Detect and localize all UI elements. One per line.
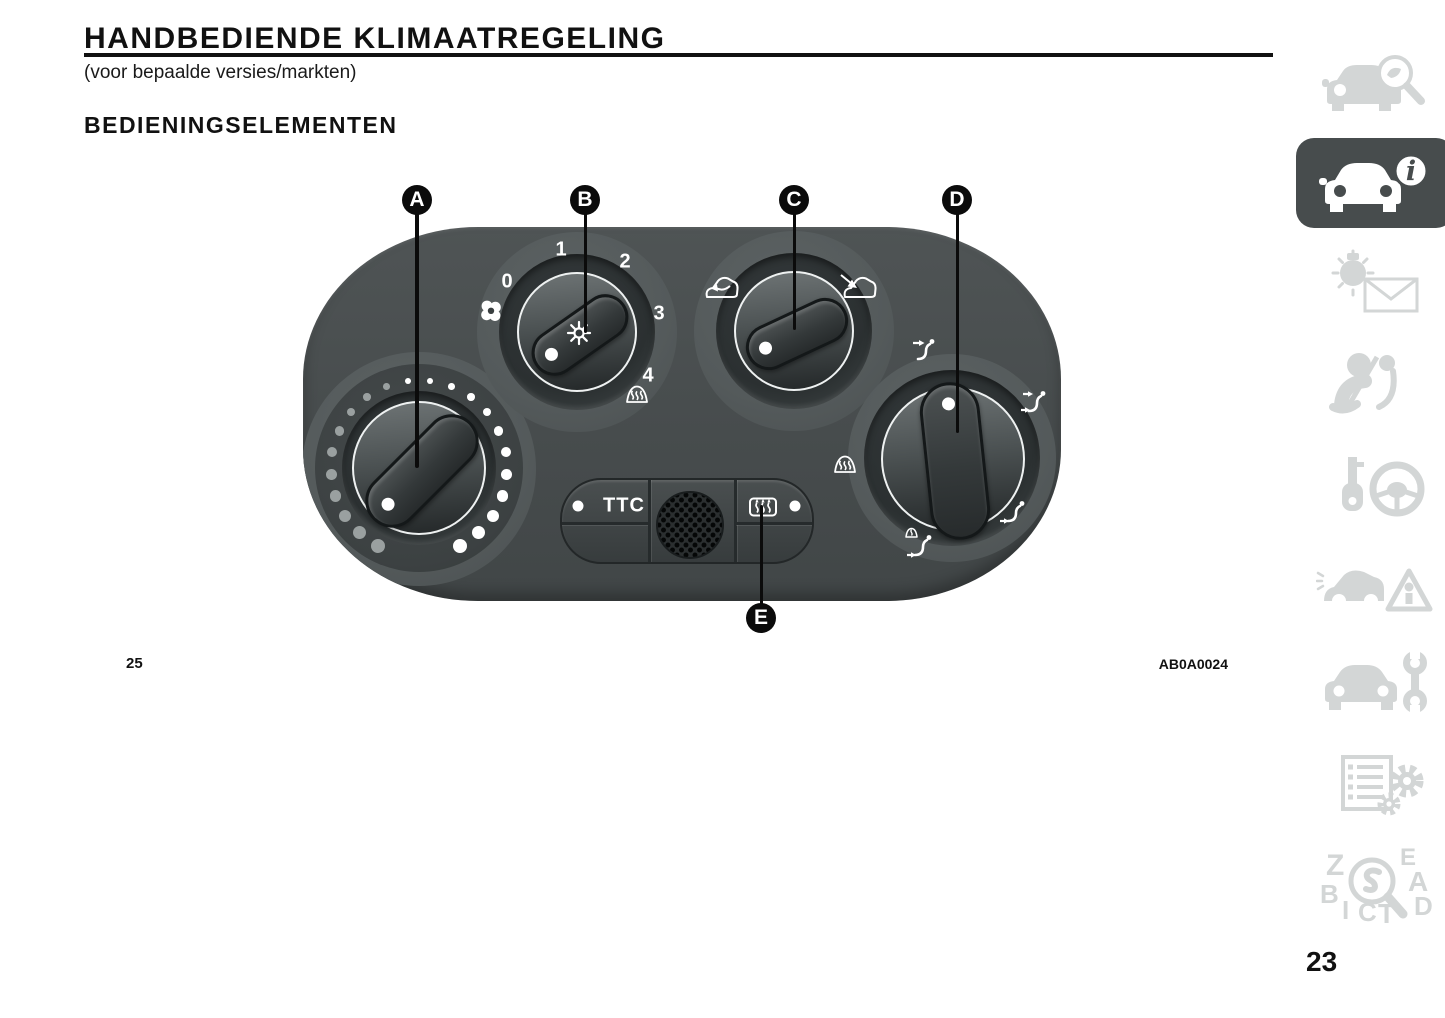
temperature-scale-dot <box>471 526 486 540</box>
callout-label-e: E <box>746 603 776 633</box>
sidebar-tab-warning-lights <box>1296 538 1445 628</box>
temperature-scale-dot <box>334 426 344 436</box>
cluster-seam <box>562 522 648 525</box>
fan-position-4: 4 <box>642 364 654 387</box>
temperature-scale-dot <box>339 509 352 523</box>
callout-line-b <box>583 213 587 333</box>
cluster-seam <box>734 480 737 562</box>
document-gears-icon <box>1341 755 1424 816</box>
page-title: HANDBEDIENDE KLIMAATREGELING <box>84 22 666 55</box>
temperature-scale-dot <box>427 377 434 384</box>
sidebar-tab-technical-data <box>1296 738 1445 828</box>
svg-text:Z: Z <box>1326 849 1344 882</box>
fan-icon <box>479 299 503 323</box>
temperature-scale-dot <box>501 468 513 480</box>
fresh-air-icon <box>839 273 877 303</box>
sidebar-tab-starting-driving <box>1296 438 1445 528</box>
svg-text:B: B <box>1320 879 1339 909</box>
temperature-scale-dot <box>327 447 338 458</box>
ttc-led <box>572 500 584 512</box>
page-subtitle: (voor bepaalde versies/markten) <box>84 62 357 83</box>
callout-label-b: B <box>570 185 600 215</box>
key-steering-icon <box>1342 457 1425 517</box>
svg-text:E: E <box>1400 844 1416 871</box>
alphabetical-index-icon: Z B E A D I C T <box>1320 844 1433 923</box>
temperature-scale-dot <box>383 382 390 390</box>
fan-position-1: 1 <box>555 238 567 261</box>
recirculation-knob-marker <box>756 339 775 357</box>
temperature-scale-dot <box>346 408 356 417</box>
speaker-grille <box>656 491 724 559</box>
rear-window-defrost-icon <box>748 494 778 519</box>
sidebar-tab-car-search <box>1296 38 1445 128</box>
feet-defrost-vent-icon <box>903 527 933 559</box>
temperature-scale-dot <box>496 490 509 502</box>
callout-label-d: D <box>942 185 972 215</box>
page-number: 23 <box>1306 946 1338 977</box>
fan-position-2: 2 <box>619 250 631 273</box>
snowflake-icon <box>566 320 593 347</box>
callout-label-a: A <box>402 185 432 215</box>
temperature-scale-dot <box>325 468 337 480</box>
feet-vent-icon <box>999 498 1027 526</box>
callout-line-a <box>415 213 419 468</box>
occupant-seatbelt-icon <box>1329 353 1397 414</box>
windshield-defrost-icon <box>624 383 650 405</box>
temperature-knob-marker <box>378 495 398 514</box>
sidebar-tab-maintenance <box>1296 638 1445 728</box>
temperature-scale-dot <box>486 509 499 523</box>
fan-knob-marker <box>542 345 561 364</box>
car-wrench-icon <box>1325 650 1427 714</box>
sidebar-tab-lights-messages <box>1296 238 1445 328</box>
temperature-scale-dot <box>352 526 367 540</box>
temperature-scale-dot <box>404 377 411 384</box>
svg-text:A: A <box>1408 866 1428 897</box>
temperature-scale-dot <box>329 490 342 502</box>
center-button-cluster: TTC <box>560 478 814 564</box>
svg-text:i: i <box>1406 156 1416 187</box>
climate-control-panel: 0 1 2 3 4 <box>303 227 1061 601</box>
fan-position-0: 0 <box>501 270 513 293</box>
light-envelope-icon <box>1331 249 1419 313</box>
car-search-icon <box>1322 55 1425 111</box>
temperature-scale-dot <box>363 393 371 401</box>
temperature-scale-dot <box>482 408 492 417</box>
sidebar-tab-safety <box>1296 338 1445 428</box>
section-heading: BEDIENINGSELEMENTEN <box>84 112 398 138</box>
temperature-scale-dot <box>494 426 504 436</box>
temperature-scale-dot <box>453 538 468 553</box>
sidebar-tab-car-info: i <box>1296 138 1445 228</box>
face-feet-vent-icon <box>1020 387 1048 415</box>
callout-label-c: C <box>779 185 809 215</box>
cluster-seam <box>736 522 812 525</box>
temperature-scale-dot <box>370 538 385 553</box>
windshield-defrost-icon <box>832 453 858 475</box>
svg-text:D: D <box>1414 891 1433 921</box>
callout-line-e <box>759 505 763 605</box>
callout-line-c <box>792 213 796 330</box>
distribution-knob-marker <box>941 396 956 412</box>
car-warning-triangle-icon <box>1316 568 1433 612</box>
title-underline <box>84 53 1273 57</box>
figure-number: 25 <box>126 655 143 672</box>
ttc-button: TTC <box>603 494 645 517</box>
fan-position-3: 3 <box>653 302 665 325</box>
sidebar-tab-index: Z B E A D I C T <box>1296 838 1445 928</box>
temperature-scale-dot <box>448 382 455 390</box>
figure-code: AB0A0024 <box>1158 656 1228 672</box>
svg-text:I: I <box>1342 895 1349 923</box>
callout-line-d <box>955 213 959 433</box>
cluster-seam <box>648 480 651 562</box>
car-info-icon: i <box>1319 153 1429 212</box>
air-recirculation-icon <box>703 273 741 303</box>
temperature-scale-dot <box>467 393 475 401</box>
temperature-scale-dot <box>500 447 511 458</box>
face-vent-icon <box>910 335 938 363</box>
defrost-led <box>789 500 801 512</box>
